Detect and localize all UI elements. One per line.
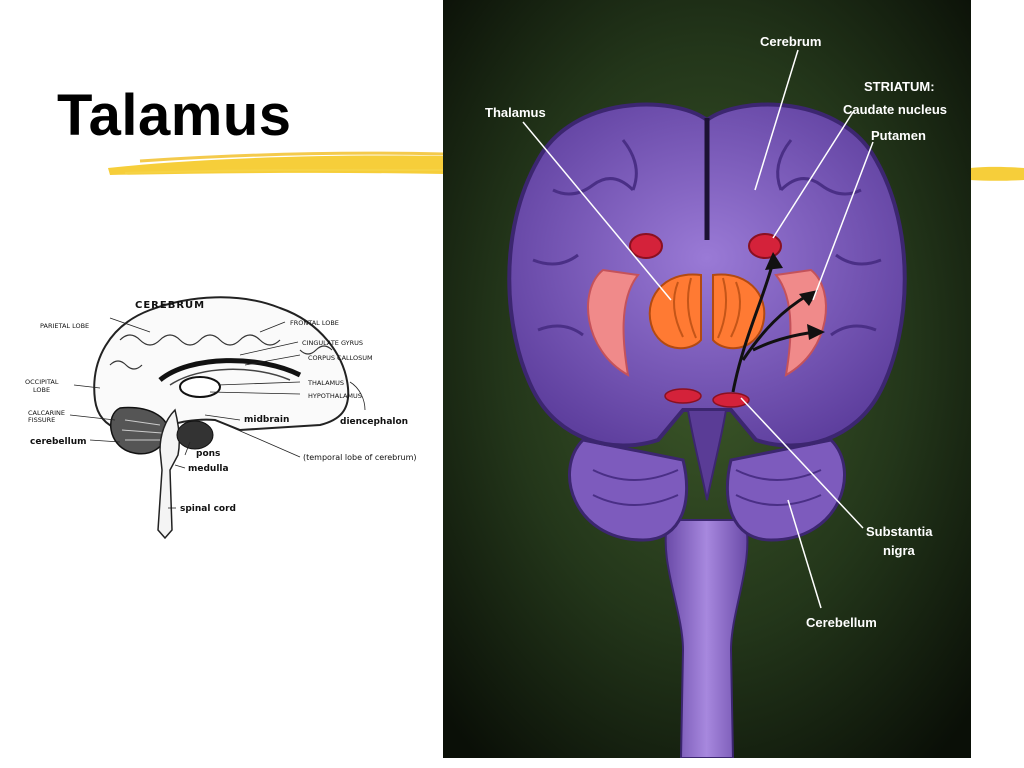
label-substantia-nigra: Substantia (866, 524, 933, 539)
label-occipital-lobe-2: LOBE (33, 386, 50, 394)
label-cerebrum-coronal: Cerebrum (760, 34, 821, 49)
label-frontal-lobe: FRONTAL LOBE (290, 319, 339, 327)
caudate-left (629, 233, 663, 259)
cerebellum-left (568, 438, 689, 542)
label-spinal-cord: spinal cord (180, 504, 236, 514)
label-cerebrum: CEREBRUM (135, 300, 205, 311)
label-thalamus: THALAMUS (307, 379, 344, 387)
title-underline-brush (108, 151, 1024, 181)
label-occipital-lobe: OCCIPITAL (25, 378, 59, 386)
label-caudate-nucleus: Caudate nucleus (843, 102, 947, 117)
label-parietal-lobe: PARIETAL LOBE (40, 322, 89, 330)
label-putamen: Putamen (871, 128, 926, 143)
cerebellum-shape (110, 406, 169, 455)
leader-putamen (812, 141, 874, 301)
label-corpus-callosum: CORPUS CALLOSUM (308, 354, 373, 362)
substantia-nigra-left (664, 388, 702, 404)
caudate-right (748, 233, 782, 259)
label-cingulate-gyrus: CINGULATE GYRUS (302, 339, 363, 347)
label-midbrain: midbrain (244, 415, 289, 425)
leader-substantia-nigra (740, 397, 864, 529)
label-cerebellum: cerebellum (30, 437, 86, 447)
label-striatum: STRIATUM: (864, 79, 935, 94)
label-thalamus-coronal: Thalamus (485, 105, 546, 120)
cerebellum-right (725, 438, 846, 542)
putamen-left (587, 268, 640, 377)
label-substantia-nigra-2: nigra (883, 543, 916, 558)
leader-caudate (772, 111, 854, 239)
spinal-cord (664, 519, 749, 758)
label-calcarine: CALCARINE (28, 409, 65, 417)
leader-thalamus (522, 121, 672, 301)
label-cerebellum-coronal: Cerebellum (806, 615, 877, 630)
substantia-nigra-right (712, 392, 750, 408)
label-calcarine-2: FISSURE (28, 416, 55, 424)
slide-title: Talamus (57, 83, 292, 148)
label-temporal-lobe: (temporal lobe of cerebrum) (303, 453, 417, 462)
leader-cerebellum (787, 499, 822, 609)
coronal-brain-diagram: Cerebrum STRIATUM: Caudate nucleus Putam… (443, 0, 971, 758)
leader-cerebrum (754, 49, 799, 191)
label-diencephalon: diencephalon (340, 417, 408, 427)
label-medulla: medulla (188, 464, 229, 474)
label-pons: pons (196, 449, 220, 459)
label-hypothalamus: HYPOTHALAMUS (308, 392, 362, 400)
sagittal-brain-diagram: CEREBRUM PARIETAL LOBE FRONTAL LOBE CING… (25, 296, 417, 540)
